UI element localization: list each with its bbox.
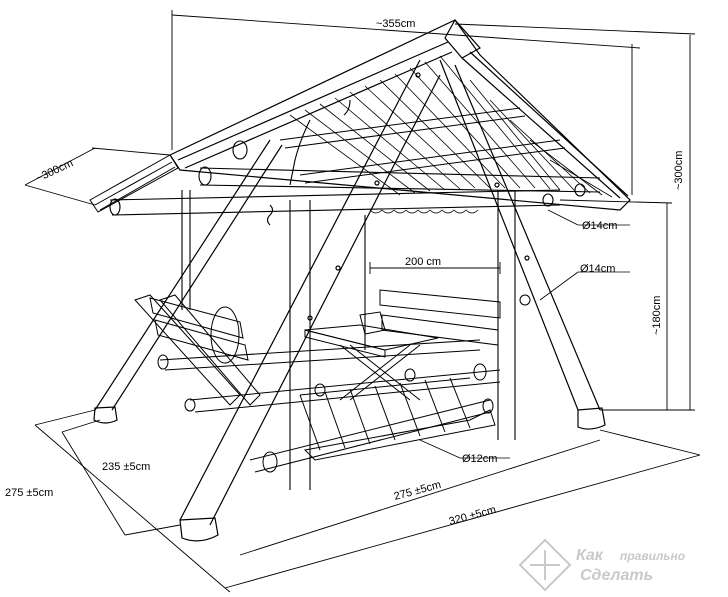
floor-platform xyxy=(299,377,496,461)
top-beams xyxy=(109,140,601,216)
label-base-depth-inner: 235 ±5cm xyxy=(102,461,150,473)
label-post-height: ~180cm xyxy=(651,296,663,335)
label-floor-log-diameter: Ø12cm xyxy=(462,453,497,465)
watermark-text-pravilno: правильно xyxy=(620,549,685,563)
label-total-height: ~300cm xyxy=(673,151,685,190)
leader-lines xyxy=(419,209,630,459)
label-roof-depth: ~300cm xyxy=(34,157,75,185)
label-base-length-outer: 320 ±5cm xyxy=(448,504,498,528)
label-base-depth-outer: 275 ±5cm xyxy=(5,487,53,499)
swing-bench xyxy=(134,289,531,473)
a-frame-legs xyxy=(93,59,606,542)
dimension-labels: ~355cm ~300cm ~300cm ~180cm Ø14cm Ø14cm … xyxy=(5,18,685,528)
watermark-logo: Как правильно Сделать xyxy=(518,538,685,592)
table xyxy=(304,324,439,401)
watermark-text-kak: Как xyxy=(576,547,604,564)
vertical-posts xyxy=(181,99,516,490)
label-seat-span: 200 cm xyxy=(405,256,441,268)
roof xyxy=(89,18,631,213)
house-icon xyxy=(518,538,572,592)
label-beam-diameter-leg: Ø14cm xyxy=(580,263,615,275)
dimension-lines xyxy=(24,10,701,593)
label-beam-diameter-top: Ø14cm xyxy=(582,220,617,232)
watermark-text-sdelat: Сделать xyxy=(580,567,653,584)
label-roof-width: ~355cm xyxy=(376,18,415,30)
label-base-length-inner: 275 ±5cm xyxy=(393,479,443,503)
